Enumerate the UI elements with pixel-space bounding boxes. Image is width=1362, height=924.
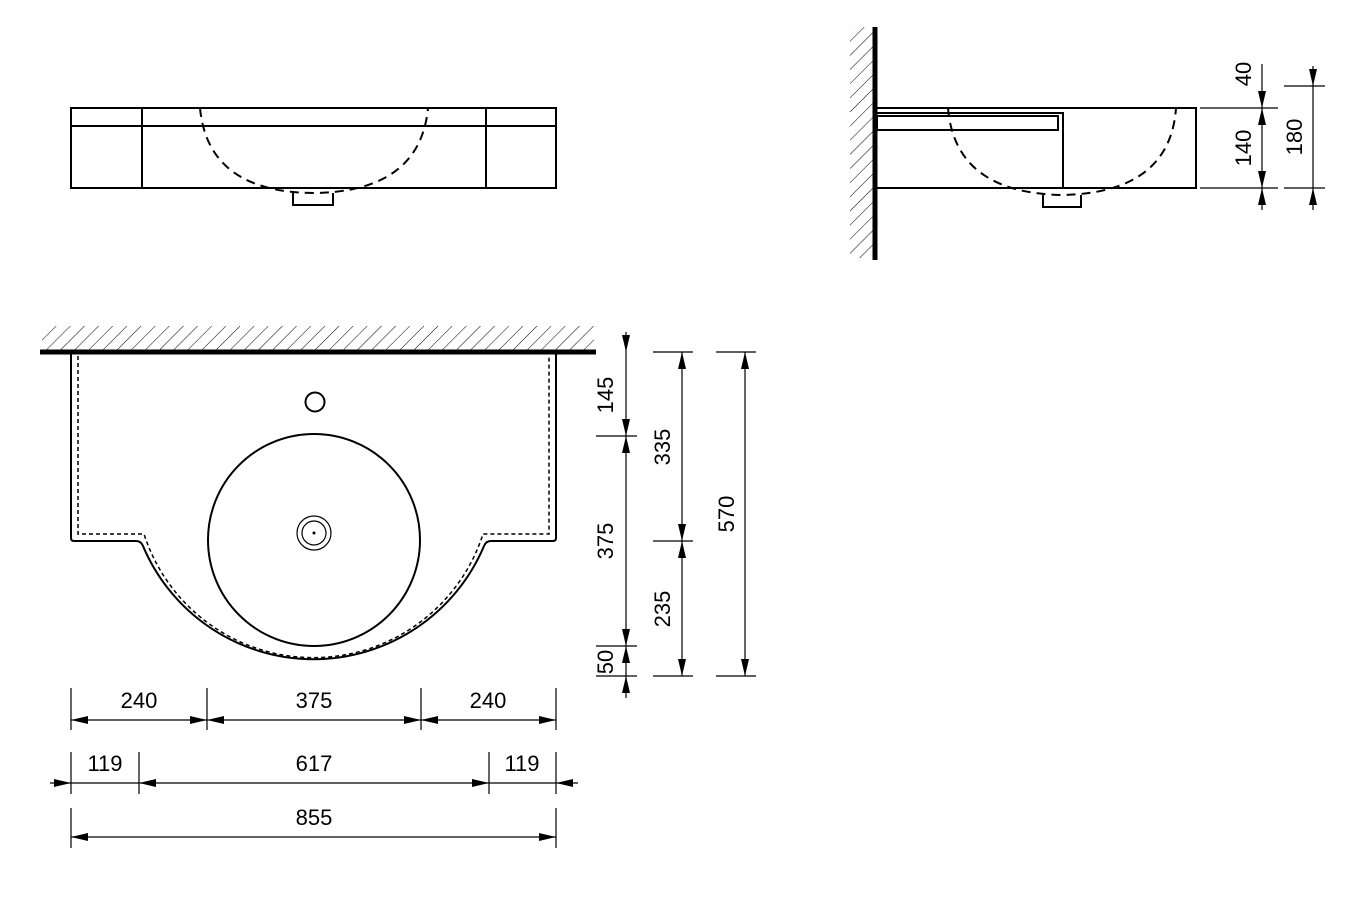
plan-dim-chain-1: 145 375 50 [593, 332, 637, 698]
side-bracket-outer [877, 112, 1064, 188]
tap-hole [304, 391, 326, 413]
plan-dim-row-1: 240 375 240 [70, 688, 557, 730]
dim-drain-to-front: 235 [650, 591, 675, 628]
plan-dim-row-2: 119 617 119 [50, 751, 578, 794]
front-drain-outlet [292, 193, 334, 206]
dim-top-thickness: 40 [1231, 62, 1256, 86]
side-drain-outlet [1042, 195, 1082, 208]
front-view [70, 107, 557, 206]
dim-right-offset: 119 [504, 751, 539, 776]
dim-drain-to-wall: 335 [650, 429, 675, 466]
dim-total-depth: 570 [714, 496, 739, 533]
dim-total-height: 180 [1282, 119, 1307, 156]
front-outline [70, 107, 557, 189]
plan-view: 145 375 50 335 235 570 [40, 326, 756, 848]
drain-center [312, 531, 316, 535]
dim-bowl-width: 375 [296, 688, 333, 713]
bowl-circle [207, 433, 421, 647]
side-dim-total: 180 [1282, 66, 1325, 210]
dim-left-shelf: 240 [121, 688, 158, 713]
side-dim-chain-inner: 40 140 [1200, 62, 1278, 210]
plan-hidden-bracket [77, 356, 550, 659]
dim-left-offset: 119 [87, 751, 122, 776]
dim-bowl-depth-side: 140 [1231, 130, 1256, 167]
dim-mid-span: 617 [296, 751, 333, 776]
drain-outer [296, 515, 332, 551]
side-outline [875, 107, 1197, 189]
dim-bowl-diameter-v: 375 [593, 523, 618, 560]
side-bracket-inner [876, 115, 1059, 131]
plan-dim-row-3: 855 [70, 805, 557, 848]
front-bowl-hidden-line [199, 107, 429, 195]
side-bowl-hidden-line [947, 107, 1177, 197]
side-wall-hatch [850, 27, 874, 258]
side-view: 40 140 180 [850, 27, 1325, 260]
dim-tap-to-wall: 145 [593, 377, 618, 414]
plan-dim-total-depth: 570 [714, 351, 756, 677]
dim-rim-front: 50 [593, 650, 618, 674]
plan-wall-hatch [42, 326, 594, 350]
plan-dim-chain-2: 335 235 [650, 351, 693, 677]
drain-inner [301, 520, 327, 546]
dim-total-width: 855 [296, 805, 333, 830]
dim-right-shelf: 240 [470, 688, 507, 713]
plan-outline [70, 354, 557, 661]
